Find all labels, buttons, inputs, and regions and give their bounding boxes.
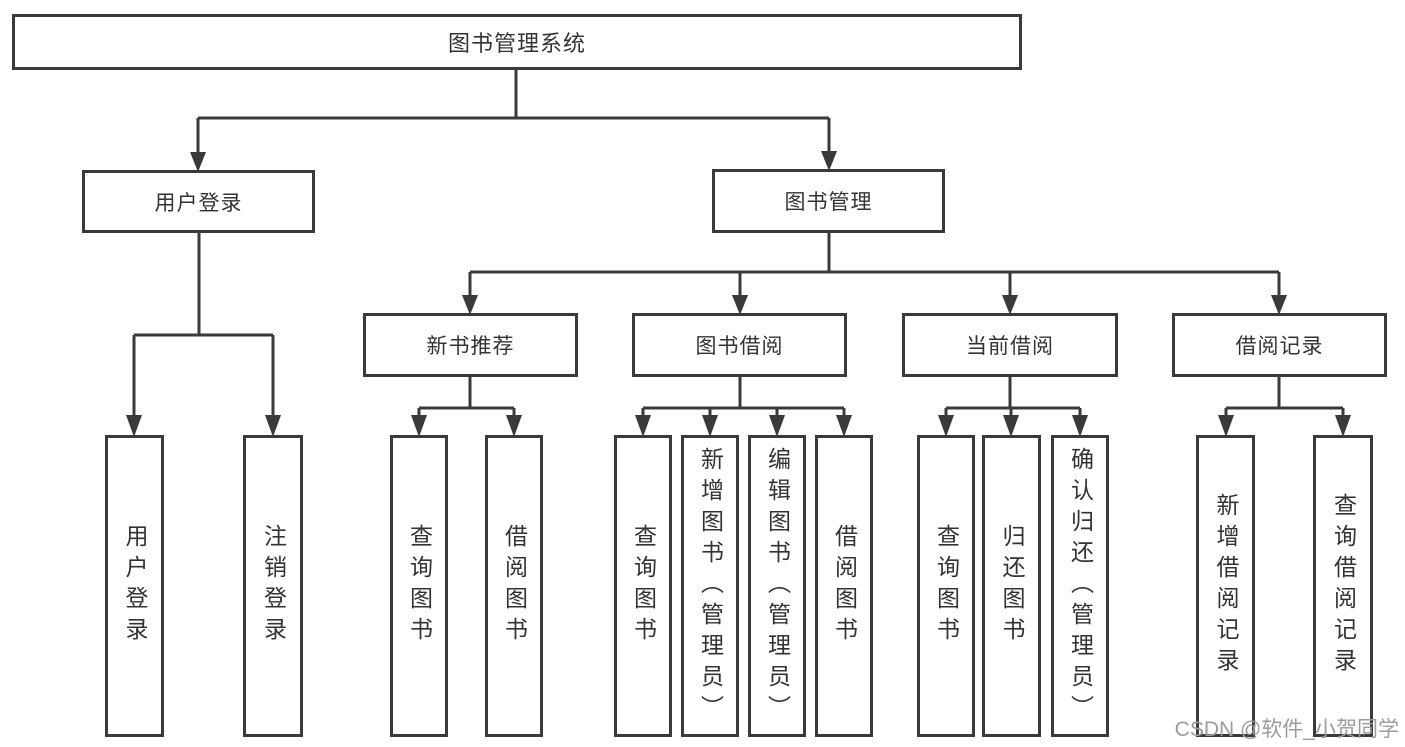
- connector-currentborrow-to-leaves: [944, 377, 1082, 419]
- leaf-label: 借阅图书: [831, 524, 858, 648]
- leaf-query-borrow-record: 查询借阅记录: [1313, 435, 1373, 737]
- leaf-label: 查询图书: [406, 524, 433, 648]
- leaf-label: 确认归还（管理员）: [1067, 446, 1094, 726]
- leaf-add-book-admin: 新增图书（管理员）: [681, 435, 739, 737]
- leaf-label: 归还图书: [999, 524, 1025, 648]
- leaf-confirm-return-admin: 确认归还（管理员）: [1051, 435, 1109, 737]
- arrowheads: [126, 151, 1351, 437]
- arrow-down-icon: [635, 415, 651, 437]
- connector-lines: [132, 70, 1345, 419]
- node-book-borrow: 图书借阅: [632, 313, 847, 377]
- leaf-label: 新增借阅记录: [1213, 493, 1239, 679]
- leaf-label: 查询图书: [933, 524, 960, 648]
- leaf-label: 查询借阅记录: [1330, 493, 1357, 679]
- arrow-down-icon: [1335, 415, 1351, 437]
- arrow-down-icon: [821, 151, 837, 171]
- arrow-down-icon: [1003, 415, 1019, 437]
- connector-bookmgmt-to-level3: [468, 233, 1281, 297]
- arrow-down-icon: [836, 415, 852, 437]
- arrow-down-icon: [1072, 415, 1088, 437]
- node-book-management: 图书管理: [712, 169, 945, 233]
- arrow-down-icon: [1002, 295, 1018, 315]
- leaf-label: 新增图书（管理员）: [697, 446, 724, 726]
- arrow-down-icon: [732, 295, 748, 315]
- connector-root-to-level2: [196, 70, 831, 154]
- node-user-login: 用户登录: [82, 170, 315, 233]
- connector-newbook-to-leaves: [417, 377, 516, 419]
- leaf-query-books-2: 查询图书: [614, 435, 672, 737]
- csdn-watermark: CSDN @软件_小贺同学: [1174, 718, 1399, 741]
- node-borrow-records: 借阅记录: [1172, 313, 1387, 377]
- leaf-edit-book-admin: 编辑图书（管理员）: [748, 435, 806, 737]
- leaf-label: 注销登录: [260, 524, 287, 648]
- leaf-logout: 注销登录: [243, 435, 303, 737]
- leaf-add-borrow-record: 新增借阅记录: [1196, 435, 1255, 737]
- arrow-down-icon: [769, 415, 785, 437]
- arrow-down-icon: [938, 415, 954, 437]
- arrow-down-icon: [190, 152, 206, 172]
- arrow-down-icon: [411, 415, 427, 437]
- arrow-down-icon: [1218, 415, 1234, 437]
- leaf-label: 编辑图书（管理员）: [764, 446, 791, 726]
- connector-bookborrow-to-leaves: [641, 377, 846, 419]
- leaf-query-books-1: 查询图书: [390, 435, 448, 737]
- node-current-borrow: 当前借阅: [902, 313, 1118, 377]
- leaf-label: 用户登录: [122, 524, 148, 648]
- leaf-borrow-books-1: 借阅图书: [485, 435, 543, 737]
- arrow-down-icon: [1271, 295, 1287, 315]
- arrow-down-icon: [506, 415, 522, 437]
- arrow-down-icon: [702, 415, 718, 437]
- arrow-down-icon: [265, 415, 281, 437]
- connector-userlogin-to-leaves: [132, 233, 275, 419]
- node-new-book-recommend: 新书推荐: [363, 313, 578, 377]
- node-system-root: 图书管理系统: [12, 14, 1022, 70]
- connector-records-to-leaves: [1224, 377, 1345, 419]
- leaf-borrow-books-2: 借阅图书: [815, 435, 873, 737]
- leaf-label: 查询图书: [630, 524, 657, 648]
- arrow-down-icon: [126, 415, 142, 437]
- leaf-query-books-3: 查询图书: [917, 435, 975, 737]
- leaf-return-book: 归还图书: [982, 435, 1041, 737]
- leaf-user-login: 用户登录: [105, 435, 164, 737]
- arrow-down-icon: [462, 295, 478, 315]
- leaf-label: 借阅图书: [501, 524, 528, 648]
